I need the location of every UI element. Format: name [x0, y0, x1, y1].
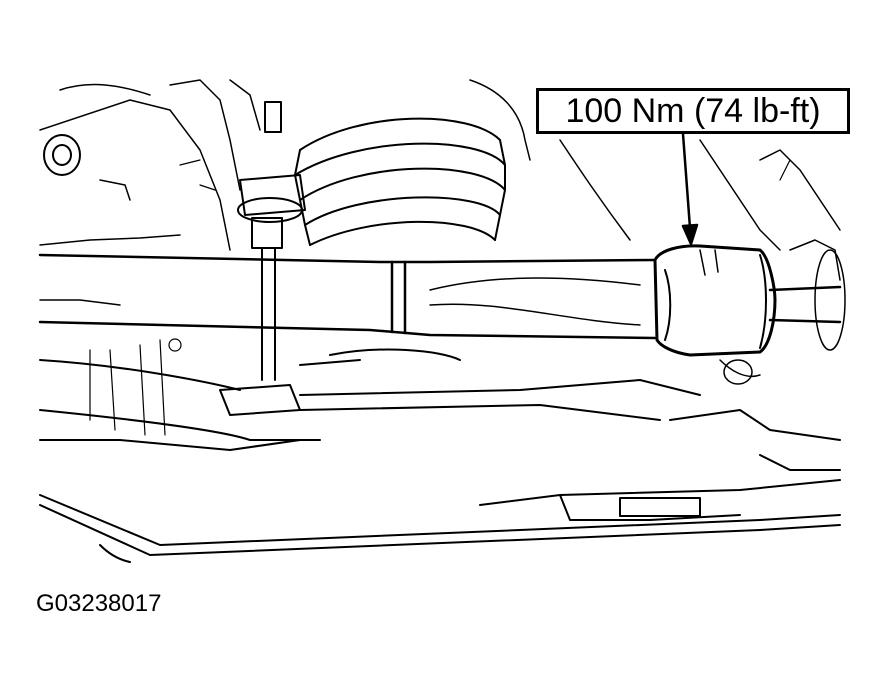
bolt-upper-left — [43, 134, 81, 176]
torque-callout-text: 100 Nm (74 lb-ft) — [565, 92, 821, 130]
stabilizer-link-upper — [237, 101, 306, 381]
figure-id: G03238017 — [36, 590, 162, 617]
torque-callout: 100 Nm (74 lb-ft) — [536, 88, 850, 134]
lower-structure — [39, 348, 841, 563]
background-structure — [39, 79, 841, 306]
coil-spring — [294, 117, 506, 246]
suspension-arm — [38, 253, 842, 340]
callout-arrow — [681, 132, 699, 246]
bushing — [653, 244, 777, 357]
detail-lines — [89, 159, 791, 436]
knuckle-right — [719, 249, 846, 385]
